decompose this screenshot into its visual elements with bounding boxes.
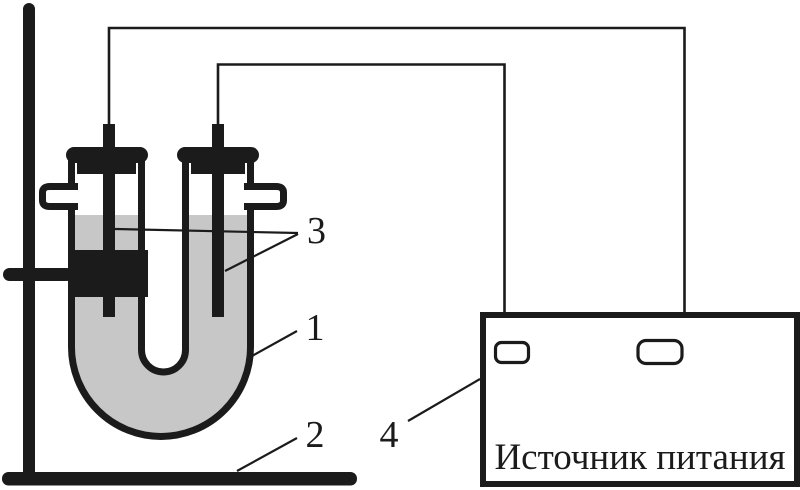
lab-stand — [2, 3, 357, 486]
stand-base — [2, 472, 357, 486]
lead-wires — [107, 26, 686, 314]
callout-labels: 3 1 2 4 — [306, 210, 399, 456]
callout-line-base — [236, 437, 298, 472]
clamp-arm — [3, 268, 73, 281]
callout-label-3: 3 — [307, 210, 326, 252]
callout-line-tube — [251, 330, 298, 357]
right-side-arm-opening — [244, 190, 277, 203]
callout-line-power-supply — [407, 378, 481, 422]
callout-label-4: 4 — [380, 414, 399, 456]
right-electrode — [212, 124, 224, 317]
power-supply: Источник питания — [480, 312, 800, 487]
right-electrode-wire — [216, 63, 506, 314]
power-supply-terminal-left — [493, 340, 531, 365]
right-side-arm — [244, 183, 287, 210]
callout-label-2: 2 — [306, 414, 325, 456]
u-tube-outer-wall — [68, 160, 254, 440]
callout-line-electrode-left — [114, 227, 299, 235]
stoppers — [66, 147, 259, 174]
left-electrode-wire — [107, 26, 686, 314]
callout-label-1: 1 — [306, 307, 325, 349]
power-supply-label: Источник питания — [494, 437, 785, 478]
clamp — [70, 250, 148, 297]
u-tube-glass — [68, 160, 254, 440]
left-side-arm — [39, 183, 78, 210]
u-tube-inner-wall — [138, 160, 189, 376]
left-side-arm-opening — [46, 190, 78, 203]
power-supply-terminal-right — [636, 338, 684, 366]
side-arms — [39, 183, 287, 210]
stand-rod — [23, 3, 35, 483]
callout-line-electrode-right — [224, 233, 299, 272]
callout-lines — [114, 227, 481, 472]
